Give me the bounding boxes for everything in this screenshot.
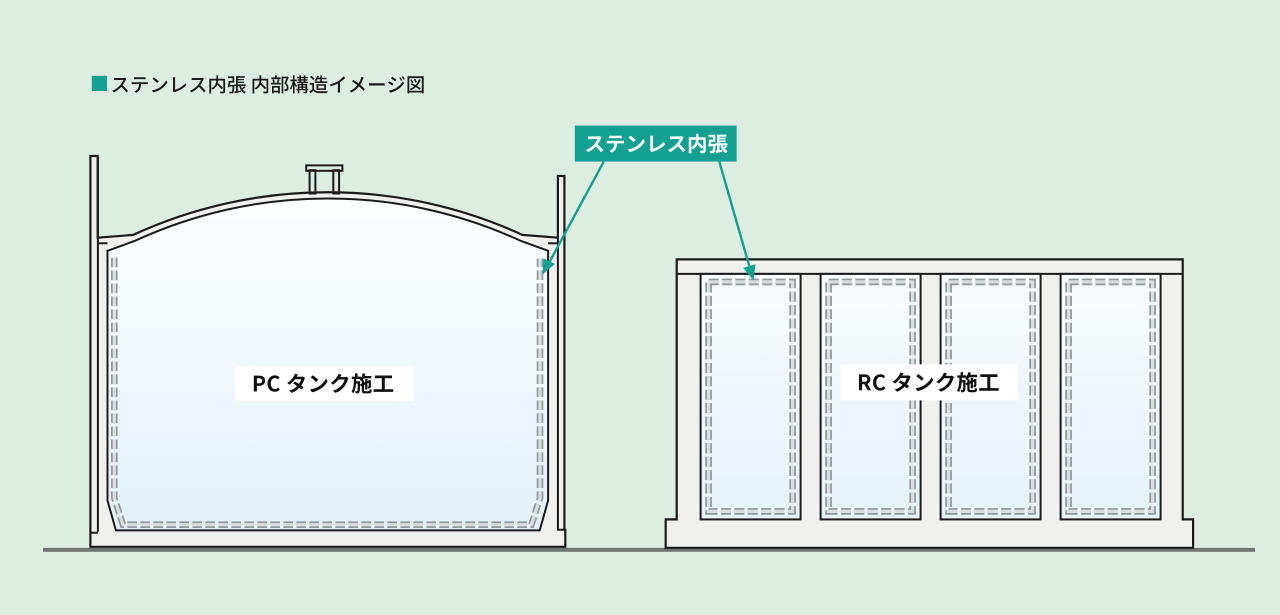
hatch-cap [305,164,344,172]
rc-cell-1-interior [699,272,802,521]
rc-cells [699,272,1162,521]
rc-cell-3 [939,272,1042,521]
callout-arrow-right-head [743,264,756,281]
callout-arrow-right-line [718,161,751,267]
callout-arrow-left-head [542,258,555,275]
pc-tank-label-text: PC タンク施工 [252,372,395,397]
pc-tank-label: PC タンク施工 [235,366,414,402]
rc-tank-label: RC タンク施工 [840,364,1018,401]
rc-cell-1 [699,272,802,521]
rc-cell-4 [1059,272,1162,521]
rc-tank-label-glyphs [859,372,999,393]
pc-tank-label-glyphs [253,373,394,394]
rc-cell-4-interior [1059,272,1162,521]
pc-tank: PC タンク施工 [89,154,567,548]
stainless-lining-callout: ステンレス内張 [542,125,756,281]
rc-tank-label-text: RC タンク施工 [857,370,1001,395]
figure-title-text: ステンレス内張 内部構造イメージ図 [111,75,426,97]
figure-title: ステンレス内張 内部構造イメージ図 [91,75,426,97]
ground-line [43,547,1255,552]
title-bullet-icon [91,75,107,91]
callout-label-glyphs [586,133,728,154]
rc-cell-2-lining-core [826,280,915,513]
rc-tank: RC タンク施工 [664,258,1195,549]
pc-tank-interior [106,197,550,532]
figure-title-glyphs [112,75,424,94]
pc-roof-hatch [305,164,344,195]
rc-cell-4-lining-core [1066,280,1155,513]
rc-cell-1-lining-core [706,280,795,513]
callout-label-text: ステンレス内張 [585,132,729,156]
callout-arrow-left-line [548,161,605,263]
pc-lining-dashes-core [112,257,542,527]
